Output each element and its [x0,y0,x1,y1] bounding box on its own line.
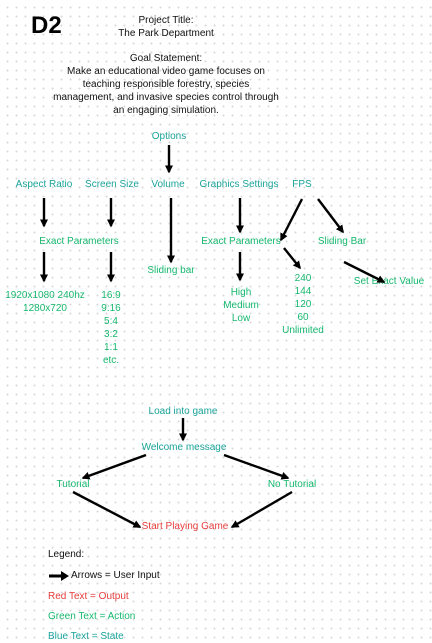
fps-value: 120 [294,299,312,310]
goal-statement-label: Goal Statement: [129,53,203,64]
screen-value: 16:9 [101,290,121,301]
project-title: The Park Department [118,28,214,39]
arrow-welcome-to-no-tutorial [223,453,290,480]
options-node: Options [151,131,187,142]
legend-red: Red Text = Output [48,591,129,602]
graphics-values: High Medium Low [223,286,259,325]
fps-value: 144 [294,286,312,297]
load-into-game-node: Load into game [148,406,218,417]
screen-value: etc. [102,355,120,366]
goal-line-4: an engaging simulation. [113,105,219,116]
sliding-bar-volume: Sliding bar [147,265,195,276]
arrow-params-to-fps-values [283,247,301,270]
screen-size-values: 16:9 9:16 5:4 3:2 1:1 etc. [101,289,120,367]
legend-arrows: Arrows = User Input [71,570,160,581]
arrow-no-tutorial-to-start [230,490,293,529]
goal-line-2: teaching responsible forestry, species [82,79,250,90]
aspect-ratio-node: Aspect Ratio [15,179,73,190]
legend-arrow-icon [49,571,69,581]
volume-node: Volume [151,179,185,190]
screen-value: 5:4 [104,316,118,327]
fps-value: 60 [297,312,309,323]
goal-line-1: Make an educational video game focuses o… [67,66,265,77]
fps-value: 240 [294,273,312,284]
graphics-settings-node: Graphics Settings [199,179,279,190]
arrow-fps-to-params [279,198,304,242]
arrow-tutorial-to-start [72,490,142,529]
diagram-badge: D2 [31,12,62,39]
graphics-value: Low [231,313,251,324]
aspect-value: 1920x1080 240hz [5,290,85,301]
fps-node: FPS [292,179,312,190]
aspect-value: 1280x720 [23,303,67,314]
exact-parameters-right: Exact Parameters [201,236,281,247]
arrow-welcome-to-tutorial [81,453,147,480]
legend-green: Green Text = Action [48,611,136,622]
aspect-ratio-values: 1920x1080 240hz 1280x720 [5,289,85,315]
legend-blue: Blue Text = State [48,631,124,642]
graphics-value: Medium [223,300,259,311]
no-tutorial-node: No Tutorial [267,479,317,490]
fps-values: 240 144 120 60 Unlimited [282,272,324,337]
sliding-bar-fps: Sliding Bar [317,236,367,247]
tutorial-node: Tutorial [56,479,90,490]
set-exact-value: Set Exact Value [353,276,425,287]
start-playing-game-node: Start Playing Game [141,521,229,532]
welcome-message-node: Welcome message [141,442,227,453]
screen-value: 1:1 [104,342,118,353]
fps-value: Unlimited [282,325,324,336]
graphics-value: High [230,287,252,298]
screen-value: 9:16 [101,303,121,314]
screen-value: 3:2 [104,329,118,340]
legend-title: Legend: [48,549,85,560]
goal-line-3: management, and invasive species control… [53,92,279,103]
arrow-fps-to-slider [317,198,344,234]
arrow-slider-to-exact-value [343,260,386,284]
exact-parameters-left: Exact Parameters [39,236,119,247]
project-title-label: Project Title: [138,15,194,26]
screen-size-node: Screen Size [85,179,139,190]
